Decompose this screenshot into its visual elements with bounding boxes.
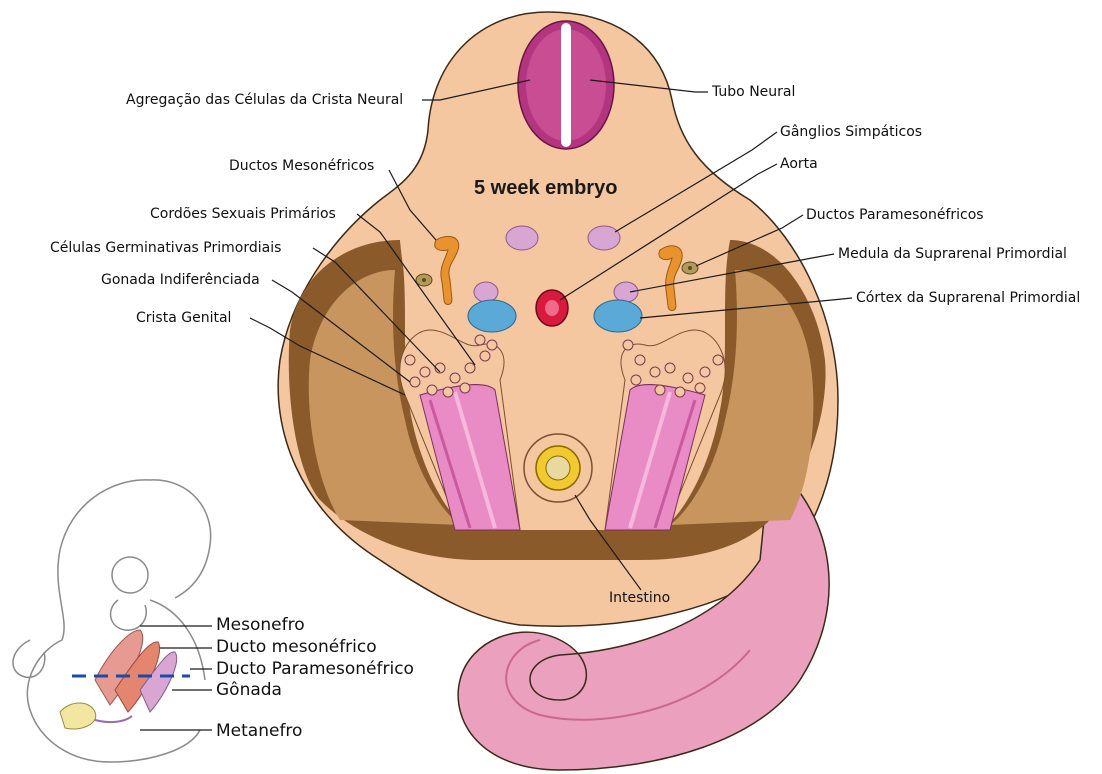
label-primary-sex-cords: Cordões Sexuais Primários: [150, 206, 336, 222]
inset-label-metanephros: Metanefro: [216, 721, 302, 741]
intestine: [524, 434, 592, 530]
inset-organs: [60, 630, 190, 729]
neural-tube: [518, 21, 614, 149]
inset-label-mesonephric-duct: Ducto mesonéfrico: [216, 637, 377, 657]
label-indifferent-gonad: Gonada Indiferênciada: [101, 272, 260, 288]
label-primordial-germ-cells: Células Germinativas Primordiais: [50, 240, 281, 256]
label-neural-crest: Agregação das Células da Crista Neural: [126, 92, 403, 108]
label-adrenal-cortex: Córtex da Suprarenal Primordial: [856, 290, 1080, 306]
inset-label-paramesonephric-duct: Ducto Paramesonéfrico: [216, 659, 414, 679]
label-aorta: Aorta: [780, 156, 818, 172]
label-intestine: Intestino: [609, 590, 670, 606]
label-neural-tube: Tubo Neural: [711, 84, 795, 100]
label-mesonephric-ducts: Ductos Mesonéfricos: [229, 158, 374, 174]
label-sympathetic-ganglia: Gânglios Simpáticos: [780, 124, 922, 140]
inset-label-gonad: Gônada: [216, 680, 282, 700]
inset-embryo-sketch: [13, 480, 211, 762]
label-paramesonephric-ducts: Ductos Paramesonéfricos: [806, 207, 984, 223]
inset-label-mesonephros: Mesonefro: [216, 615, 305, 635]
diagram-title: 5 week embryo: [474, 177, 617, 199]
aorta: [536, 290, 568, 326]
label-adrenal-medulla: Medula da Suprarenal Primordial: [838, 246, 1067, 262]
label-genital-ridge: Crista Genital: [136, 310, 231, 326]
inset-labels: Mesonefro Ducto mesonéfrico Ducto Parame…: [216, 615, 414, 741]
